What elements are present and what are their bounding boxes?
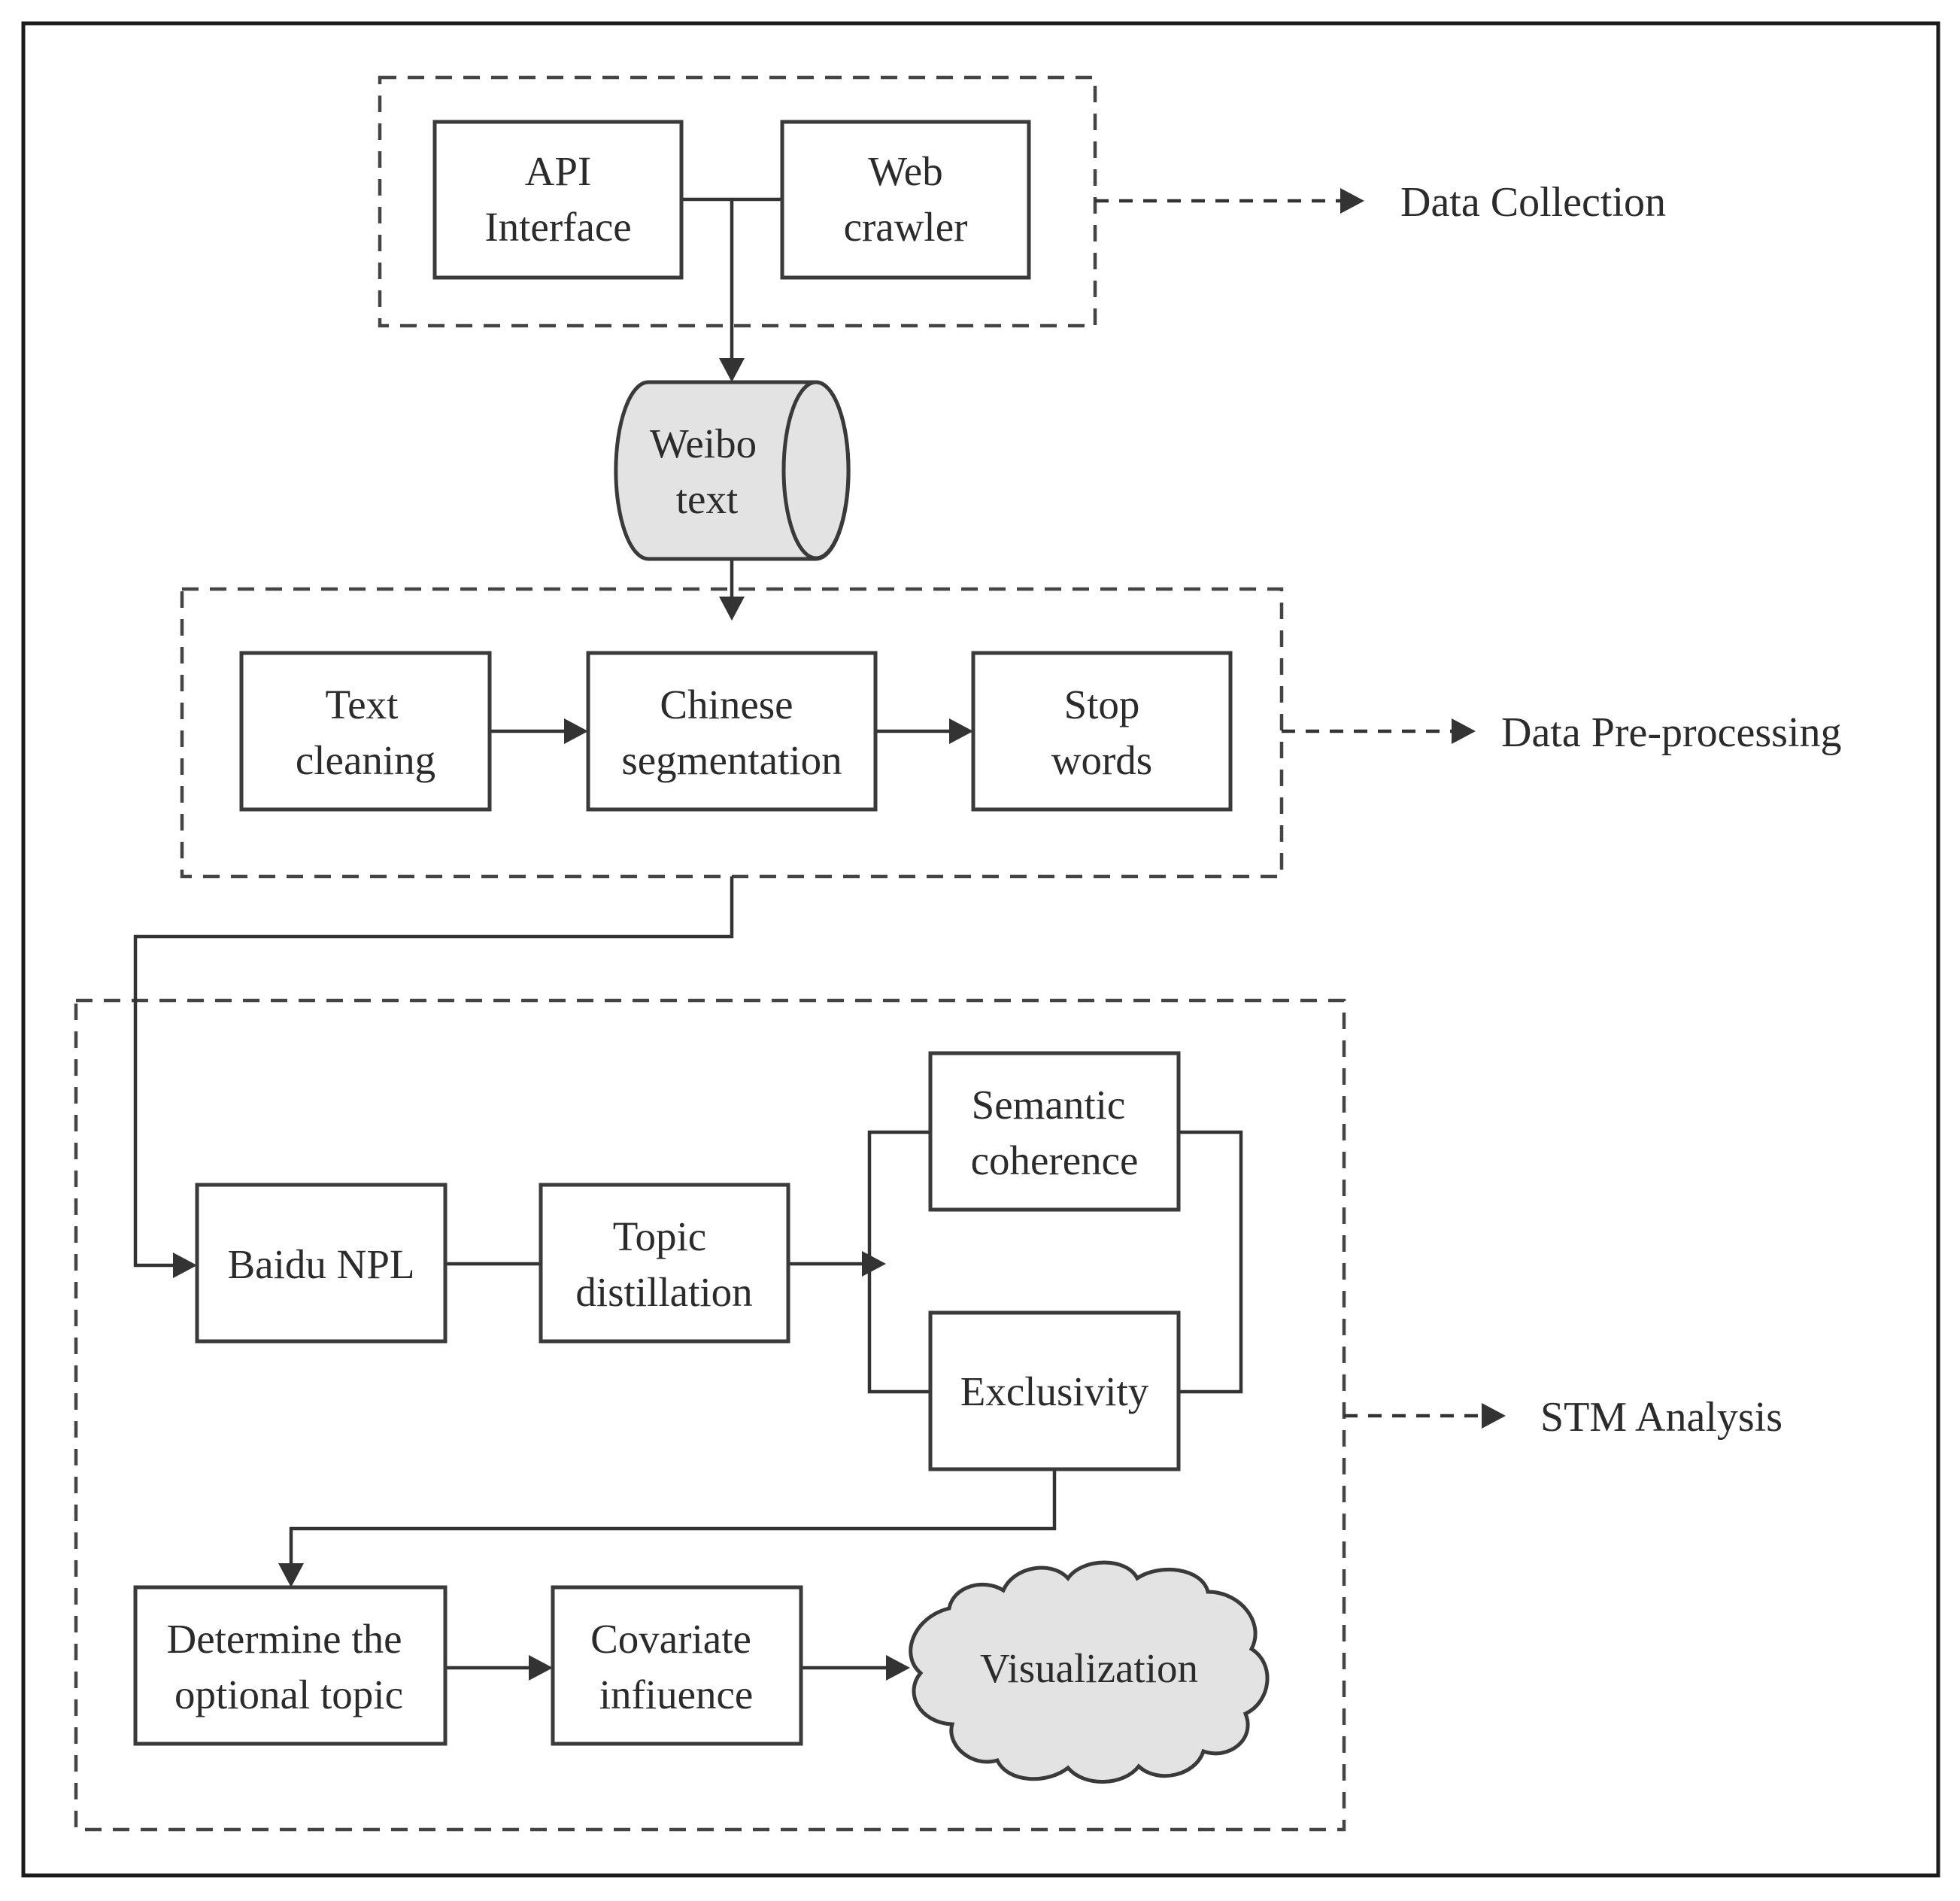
arrowhead	[719, 358, 745, 382]
arrowhead	[1452, 718, 1476, 744]
node-stop-words-line1: Stop	[1064, 682, 1140, 727]
node-text-cleaning: Text cleaning	[239, 651, 492, 812]
node-visualization-label: Visualization	[980, 1645, 1198, 1691]
edge-branch-bracket	[867, 1130, 930, 1394]
node-text-cleaning-line1: Text	[326, 682, 399, 727]
node-api-interface: API Interface	[432, 120, 684, 280]
arrowhead	[173, 1253, 197, 1278]
node-semantic-coherence: Semantic coherence	[928, 1051, 1181, 1212]
node-visualization-cloud: Visualization	[909, 1560, 1270, 1784]
node-topic-distillation-line2: distillation	[575, 1269, 752, 1315]
node-covariate-influence: Covariate infiuence	[551, 1585, 803, 1746]
node-determine-line1: Determine the	[166, 1616, 402, 1662]
node-web-crawler-line2: crawler	[844, 204, 968, 250]
node-chinese-segmentation-line1: Chinese	[660, 682, 793, 727]
node-api-interface-line1: API	[525, 148, 592, 194]
node-determine-optional-topic: Determine the optional topic	[133, 1585, 448, 1746]
arrowhead	[886, 1655, 910, 1681]
arrowhead	[564, 718, 588, 744]
node-semantic-coherence-line2: coherence	[971, 1137, 1139, 1183]
stage-label-data-collection: Data Collection	[1400, 179, 1666, 226]
outer-frame	[21, 21, 1940, 1878]
edge-merge-bracket	[1179, 1130, 1243, 1394]
stage-label-stm-analysis: STM Analysis	[1540, 1394, 1783, 1441]
arrowhead	[278, 1563, 304, 1587]
edge-exclusivity-to-determine	[289, 1469, 1057, 1565]
arrowhead	[1482, 1403, 1506, 1429]
node-web-crawler-line1: Web	[868, 148, 942, 194]
node-web-crawler: Web crawler	[780, 120, 1031, 280]
arrowhead	[1340, 188, 1364, 214]
arrowhead	[719, 597, 745, 621]
node-topic-distillation: Topic distillation	[539, 1183, 790, 1344]
arrowhead	[949, 718, 973, 744]
node-exclusivity-label: Exclusivity	[960, 1368, 1149, 1414]
node-covariate-line1: Covariate	[590, 1616, 751, 1662]
node-chinese-segmentation: Chinese segmentation	[586, 651, 878, 812]
arrowhead	[862, 1251, 886, 1277]
node-baidu-npl-label: Baidu NPL	[227, 1241, 414, 1287]
node-chinese-segmentation-line2: segmentation	[621, 737, 842, 783]
node-topic-distillation-line1: Topic	[613, 1213, 706, 1259]
node-stop-words-line2: words	[1051, 737, 1152, 783]
stage-label-data-preprocessing: Data Pre-processing	[1501, 709, 1842, 756]
node-weibo-text-line1: Weibo	[650, 421, 757, 466]
node-baidu-npl: Baidu NPL	[195, 1183, 448, 1344]
node-weibo-text-database: Weibo text	[614, 380, 851, 561]
arrowhead	[529, 1655, 553, 1681]
node-determine-line2: optional topic	[174, 1672, 403, 1717]
connectors	[133, 188, 1506, 1681]
node-semantic-coherence-line1: Semantic	[972, 1082, 1126, 1128]
node-covariate-line2: infiuence	[599, 1672, 754, 1717]
node-text-cleaning-line2: cleaning	[296, 737, 435, 783]
edge-preprocessing-to-baidu	[133, 876, 734, 1268]
node-api-interface-line2: Interface	[484, 204, 631, 250]
node-stop-words: Stop words	[971, 651, 1233, 812]
node-weibo-text-line2: text	[676, 476, 738, 522]
node-exclusivity: Exclusivity	[928, 1310, 1181, 1471]
